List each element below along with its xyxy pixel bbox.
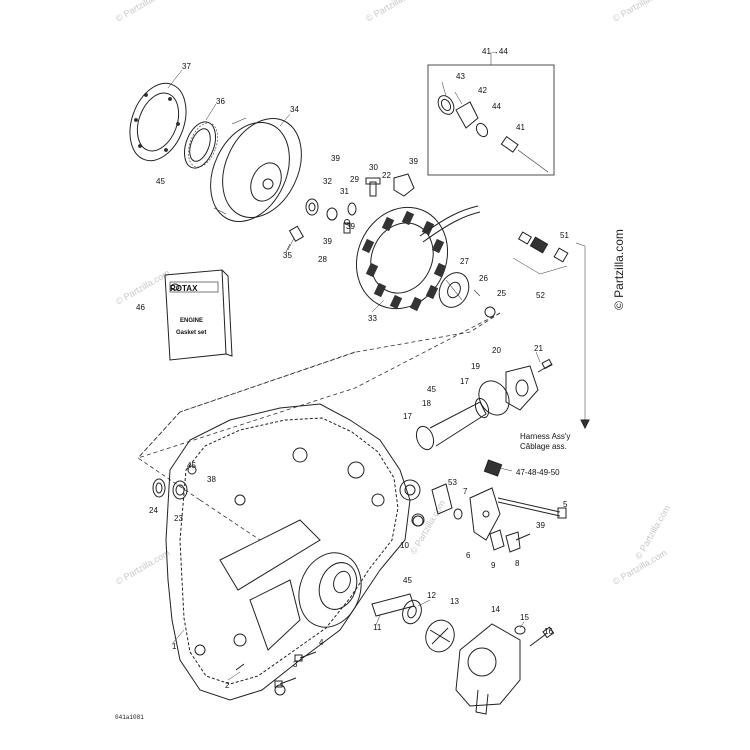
label-31: 31 bbox=[340, 187, 349, 196]
label-39e: 39 bbox=[536, 521, 545, 530]
parts-17-21-pipe bbox=[415, 358, 553, 451]
leader-lines bbox=[167, 69, 541, 681]
label-39d: 39 bbox=[323, 237, 332, 246]
watermark-7: © Partzilla.com bbox=[408, 498, 447, 556]
dashed-frame bbox=[137, 312, 501, 541]
label-11: 11 bbox=[373, 623, 382, 632]
label-24: 24 bbox=[149, 506, 158, 515]
watermark-8: © Partzilla.com bbox=[633, 503, 672, 561]
label-43: 43 bbox=[456, 72, 465, 81]
label-41: 41 bbox=[516, 123, 525, 132]
label-41-44: 41→44 bbox=[482, 47, 508, 56]
gasket-set-book bbox=[164, 269, 233, 361]
label-45a: 45 bbox=[156, 177, 165, 186]
side-watermark: © Partzilla.com bbox=[612, 229, 626, 310]
label-27: 27 bbox=[460, 257, 469, 266]
label-7: 7 bbox=[463, 487, 468, 496]
part-35-bolt bbox=[285, 225, 305, 253]
label-21: 21 bbox=[534, 344, 543, 353]
label-23: 23 bbox=[174, 514, 183, 523]
label-39b: 39 bbox=[409, 157, 418, 166]
label-17b: 17 bbox=[460, 377, 469, 386]
label-32: 32 bbox=[323, 177, 332, 186]
label-16: 16 bbox=[544, 627, 553, 636]
watermark-5: © Partzilla.com bbox=[114, 548, 172, 587]
gasket-book-title: ENGINE bbox=[180, 318, 204, 324]
label-35: 35 bbox=[283, 251, 292, 260]
gasket-book-subtitle: Gasket set bbox=[176, 330, 207, 336]
label-36: 36 bbox=[216, 97, 225, 106]
harness-callout: Harness Ass'y Câblage ass. bbox=[520, 432, 570, 452]
drawing-code: 041a1081 bbox=[115, 714, 144, 721]
parts-5-10 bbox=[412, 459, 567, 553]
label-25: 25 bbox=[497, 289, 506, 298]
label-20: 20 bbox=[492, 346, 501, 355]
label-14: 14 bbox=[491, 605, 500, 614]
part-36-bearing bbox=[183, 121, 218, 169]
part-number-labels: 1 2 3 4 5 6 7 8 9 10 11 12 13 14 15 16 1… bbox=[136, 47, 569, 690]
label-45b: 45 bbox=[187, 461, 196, 470]
part-37-plate bbox=[129, 82, 187, 162]
label-39c: 39 bbox=[346, 222, 355, 231]
label-34: 34 bbox=[290, 105, 299, 114]
label-46: 46 bbox=[136, 303, 145, 312]
assembly-41-44-box bbox=[427, 52, 555, 176]
label-22: 22 bbox=[382, 171, 391, 180]
label-37: 37 bbox=[182, 62, 191, 71]
label-33: 33 bbox=[368, 314, 377, 323]
label-3: 3 bbox=[293, 660, 298, 669]
watermark-1: © Partzilla.com bbox=[114, 0, 172, 24]
harness-line-en: Harness Ass'y bbox=[520, 432, 571, 441]
label-38: 38 bbox=[207, 475, 216, 484]
parts-23-24-seals bbox=[152, 465, 197, 500]
label-42: 42 bbox=[478, 86, 487, 95]
label-45c: 45 bbox=[427, 385, 436, 394]
watermark-4: © Partzilla.com bbox=[114, 268, 172, 307]
connector-51-52 bbox=[512, 231, 569, 275]
bolts-2-3-4 bbox=[235, 651, 317, 688]
label-13: 13 bbox=[450, 597, 459, 606]
small-parts-32-29 bbox=[305, 173, 415, 234]
parts-27-25 bbox=[438, 272, 496, 318]
label-12: 12 bbox=[427, 591, 436, 600]
watermark-2: © Partzilla.com bbox=[364, 0, 422, 24]
label-30: 30 bbox=[369, 163, 378, 172]
label-10: 10 bbox=[400, 541, 409, 550]
label-44: 44 bbox=[492, 102, 501, 111]
label-51: 51 bbox=[560, 231, 569, 240]
label-5: 5 bbox=[563, 500, 568, 509]
gasket-book-brand: ROTAX bbox=[170, 284, 198, 293]
label-1: 1 bbox=[172, 642, 177, 651]
label-18: 18 bbox=[422, 399, 431, 408]
watermark-3: © Partzilla.com bbox=[611, 0, 669, 24]
label-28: 28 bbox=[318, 255, 327, 264]
label-2: 2 bbox=[225, 681, 230, 690]
label-39a: 39 bbox=[331, 154, 340, 163]
label-17a: 17 bbox=[403, 412, 412, 421]
label-53: 53 bbox=[448, 478, 457, 487]
label-19: 19 bbox=[471, 362, 480, 371]
label-29: 29 bbox=[350, 175, 359, 184]
label-9: 9 bbox=[491, 561, 496, 570]
parts-11-16-water-pump bbox=[371, 593, 555, 715]
label-47-50: 47-48-49-50 bbox=[516, 468, 560, 477]
harness-line-fr: Câblage ass. bbox=[520, 442, 567, 451]
label-15: 15 bbox=[520, 613, 529, 622]
label-52: 52 bbox=[536, 291, 545, 300]
part-1-crankcase-cover bbox=[165, 403, 425, 701]
label-6: 6 bbox=[466, 551, 471, 560]
label-8: 8 bbox=[515, 559, 520, 568]
label-45d: 45 bbox=[403, 576, 412, 585]
label-4: 4 bbox=[319, 638, 324, 647]
label-26: 26 bbox=[479, 274, 488, 283]
harness-arrow bbox=[499, 242, 590, 472]
part-33-stator bbox=[355, 205, 481, 312]
